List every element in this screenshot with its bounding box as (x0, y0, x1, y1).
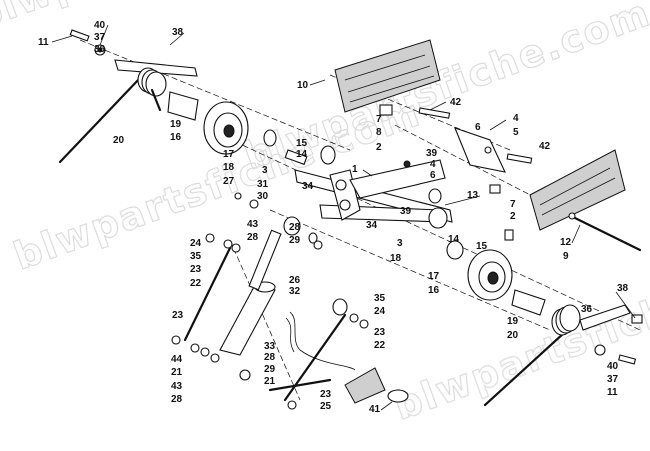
callout-6-mid: 6 (430, 170, 436, 181)
callout-4-mid: 4 (430, 159, 436, 170)
callout-11: 11 (38, 37, 49, 48)
callout-37: 37 (94, 32, 106, 43)
watermark-text-1: blwpartsfiche.com (0, 0, 386, 38)
callout-29: 29 (289, 235, 301, 246)
callout-41: 41 (369, 404, 381, 415)
callout-23-low: 23 (320, 389, 332, 400)
callout-37-right: 37 (607, 374, 619, 385)
callout-10: 10 (297, 80, 309, 91)
callout-12: 12 (560, 237, 572, 248)
callout-34-right: 34 (366, 220, 378, 231)
callout-4: 4 (513, 113, 519, 124)
callout-7-right: 7 (510, 199, 516, 210)
callout-24-right: 24 (374, 306, 386, 317)
callout-28: 28 (247, 232, 259, 243)
callout-40-right: 40 (607, 361, 619, 372)
right-spring-arm (483, 304, 643, 407)
callout-27: 27 (223, 176, 235, 187)
reservoir (344, 367, 409, 404)
callout-19-right: 19 (507, 316, 519, 327)
callout-17-right: 17 (428, 271, 440, 282)
callout-28-low: 28 (171, 394, 183, 405)
bushings (234, 129, 514, 316)
callout-28-shock: 28 (289, 222, 301, 233)
callout-16-right: 16 (428, 285, 440, 296)
callout-19: 19 (170, 119, 182, 130)
callout-44: 44 (171, 354, 183, 365)
callout-13: 13 (467, 190, 479, 201)
left-hardware (171, 233, 369, 410)
callout-30: 30 (257, 191, 269, 202)
callout-43: 43 (247, 219, 259, 230)
watermark-text-4: blwpartsfiche.com (388, 240, 650, 428)
callout-36: 36 (94, 44, 106, 55)
callout-26: 26 (289, 275, 301, 286)
main-arm (294, 159, 453, 229)
callout-22-right: 22 (374, 340, 386, 351)
callout-11-right: 11 (607, 387, 618, 398)
callout-2: 2 (376, 142, 382, 153)
callout-9: 9 (563, 251, 569, 262)
callout-3-right: 3 (397, 238, 403, 249)
callout-15-right: 15 (476, 241, 488, 252)
rail-lower (529, 149, 626, 231)
callout-15: 15 (296, 138, 308, 149)
callout-23-left: 23 (172, 310, 184, 321)
callout-22: 22 (190, 278, 202, 289)
callout-7: 7 (376, 114, 382, 125)
callout-38-right: 38 (617, 283, 629, 294)
idler-wheel-right (446, 240, 546, 316)
callout-34: 34 (302, 181, 314, 192)
callout-39-right: 39 (400, 206, 412, 217)
callout-14-right: 14 (448, 234, 460, 245)
callout-16: 16 (170, 132, 182, 143)
callout-17: 17 (223, 149, 235, 160)
callout-5: 5 (513, 127, 519, 138)
callout-2-right: 2 (510, 211, 516, 222)
callout-20-right: 20 (507, 330, 519, 341)
callout-23-right: 23 (374, 327, 386, 338)
callout-29-low: 29 (264, 364, 276, 375)
callout-31: 31 (257, 179, 269, 190)
callout-35-right: 35 (374, 293, 386, 304)
callout-23: 23 (190, 264, 202, 275)
callout-36-right: 36 (581, 304, 593, 315)
callout-8: 8 (376, 127, 382, 138)
callout-35: 35 (190, 251, 202, 262)
callout-20: 20 (113, 135, 125, 146)
callout-24: 24 (190, 238, 202, 249)
leader-lines (51, 24, 636, 411)
callout-38: 38 (172, 27, 184, 38)
callouts: 11 40 37 36 38 20 19 16 10 42 7 8 2 6 4 … (38, 20, 629, 415)
callout-21: 21 (171, 367, 183, 378)
long-bolt (568, 212, 642, 252)
callout-33: 33 (264, 341, 276, 352)
callout-18: 18 (223, 162, 235, 173)
callout-42: 42 (450, 97, 462, 108)
callout-42-right: 42 (539, 141, 551, 152)
callout-40: 40 (94, 20, 106, 31)
callout-21-low: 21 (264, 376, 276, 387)
shock-absorber (219, 229, 356, 371)
callout-43-low: 43 (171, 381, 183, 392)
rail-upper (334, 39, 441, 113)
callout-28-mid: 28 (264, 352, 276, 363)
torsion-spring-right (551, 304, 581, 336)
left-spring-arm (58, 29, 198, 164)
link-rods (183, 246, 347, 402)
callout-14: 14 (296, 149, 308, 160)
idler-wheel-left (167, 91, 249, 155)
callout-25: 25 (320, 401, 332, 412)
callout-1: 1 (352, 164, 358, 175)
callout-32: 32 (289, 286, 301, 297)
callout-6: 6 (475, 122, 481, 133)
front-bracket (379, 104, 533, 194)
callout-18-right: 18 (390, 253, 402, 264)
callout-3: 3 (262, 165, 268, 176)
callout-39: 39 (426, 148, 438, 159)
